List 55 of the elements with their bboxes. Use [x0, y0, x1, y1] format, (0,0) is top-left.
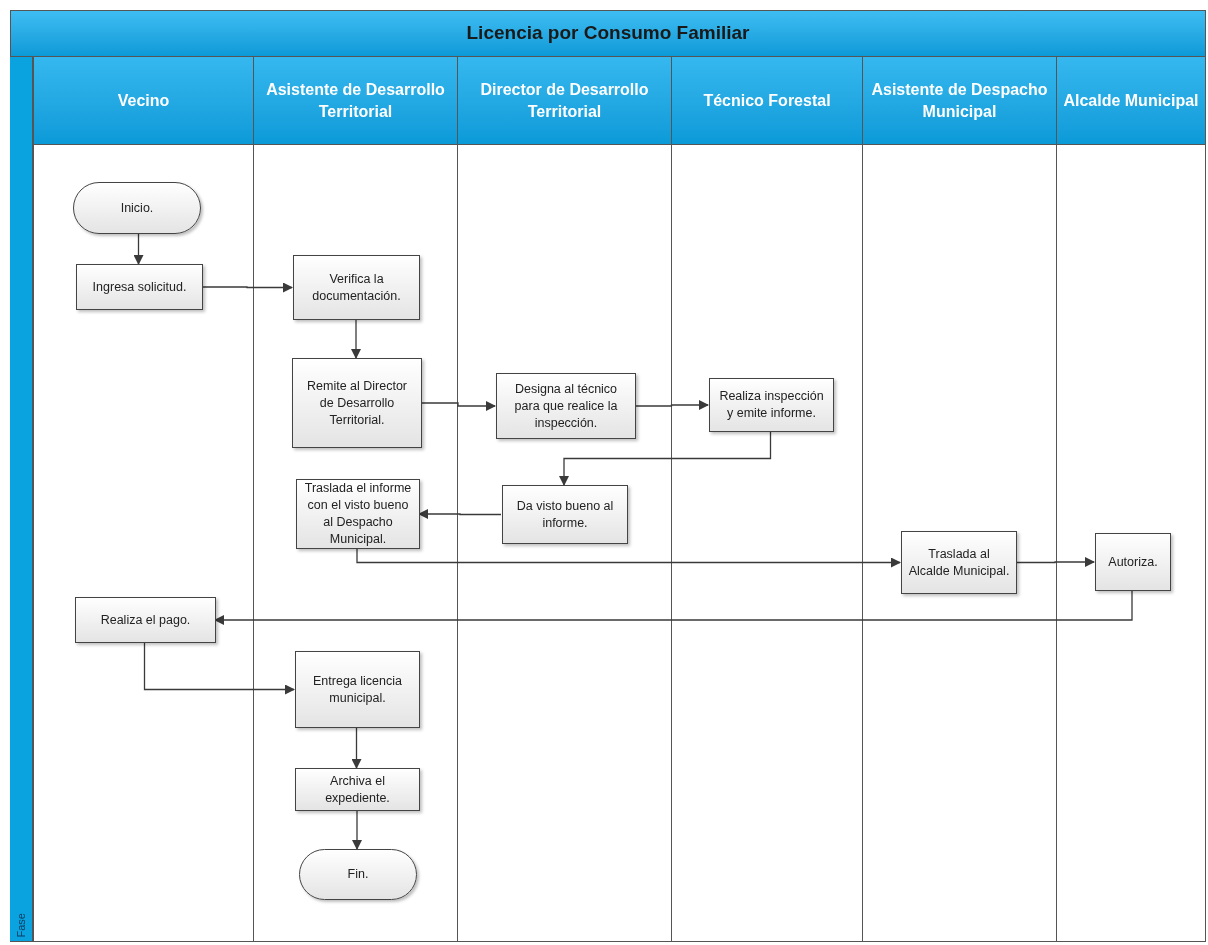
step-text: Traslada al Alcalde Municipal.: [908, 545, 1010, 580]
lane-title: Asistente de Despacho Municipal: [870, 79, 1049, 122]
step-text: Realiza el pago.: [100, 611, 191, 629]
swimlane: [862, 57, 1056, 941]
step-text: Da visto bueno al informe.: [515, 497, 615, 532]
arrow: [351, 319, 361, 359]
process-box: [75, 597, 216, 643]
step-text: Traslada el informe con el visto bueno al Despacho Municipal.: [303, 480, 413, 548]
process-box: [292, 358, 422, 448]
terminator-shape: [73, 182, 201, 234]
step-text: Realiza inspección y emite informe.: [718, 388, 825, 422]
process-box: [901, 531, 1017, 594]
arrow: [356, 548, 901, 568]
arrow: [214, 590, 1133, 625]
arrow: [1015, 557, 1095, 567]
step-text: Remite al Director de Desarrollo Territorial.: [306, 377, 408, 429]
process-box: [709, 378, 834, 432]
step-text: Autoriza.: [1108, 553, 1158, 571]
phase-band: [10, 57, 33, 941]
arrow: [143, 642, 295, 695]
lane-title: Asistente de Desarrollo Territorial: [265, 79, 446, 122]
step-text: Fin.: [347, 866, 369, 883]
step-text: Ingresa solicitud.: [92, 278, 187, 296]
lane-title: Técnico Forestal: [703, 90, 831, 111]
arrow: [352, 810, 362, 850]
step-text: Verifica la documentación.: [311, 270, 402, 305]
step-text: Inicio.: [120, 199, 154, 217]
process-box: [293, 255, 420, 320]
process-box: [295, 768, 420, 811]
arrow: [133, 233, 144, 265]
swimlane: [33, 57, 253, 941]
swimlane: [671, 57, 862, 941]
process-box: [502, 485, 628, 544]
process-box: [295, 651, 420, 728]
lane-title: Director de Desarrollo Territorial: [479, 79, 650, 122]
swimlane: [1056, 57, 1205, 941]
diagram-title: Licencia por Consumo Familiar: [466, 21, 750, 46]
arrow: [559, 431, 772, 486]
arrow: [420, 401, 496, 411]
step-text: Designa al técnico para que realice la inspección.: [513, 380, 619, 432]
lane-title: Alcalde Municipal: [1063, 90, 1199, 111]
phase-label: Fase: [13, 912, 28, 937]
swimlane: [253, 57, 457, 941]
terminator-shape: [299, 849, 417, 900]
arrow: [634, 400, 709, 410]
arrow: [351, 727, 362, 769]
swimlane: [457, 57, 671, 941]
process-box: [496, 373, 636, 439]
process-box: [1095, 533, 1171, 591]
arrow: [418, 509, 502, 519]
lane-title: Vecino: [117, 90, 170, 111]
step-text: Archiva el expediente.: [324, 772, 391, 807]
step-text: Entrega licencia municipal.: [312, 672, 403, 707]
arrow: [201, 282, 293, 293]
process-box: [76, 264, 203, 310]
